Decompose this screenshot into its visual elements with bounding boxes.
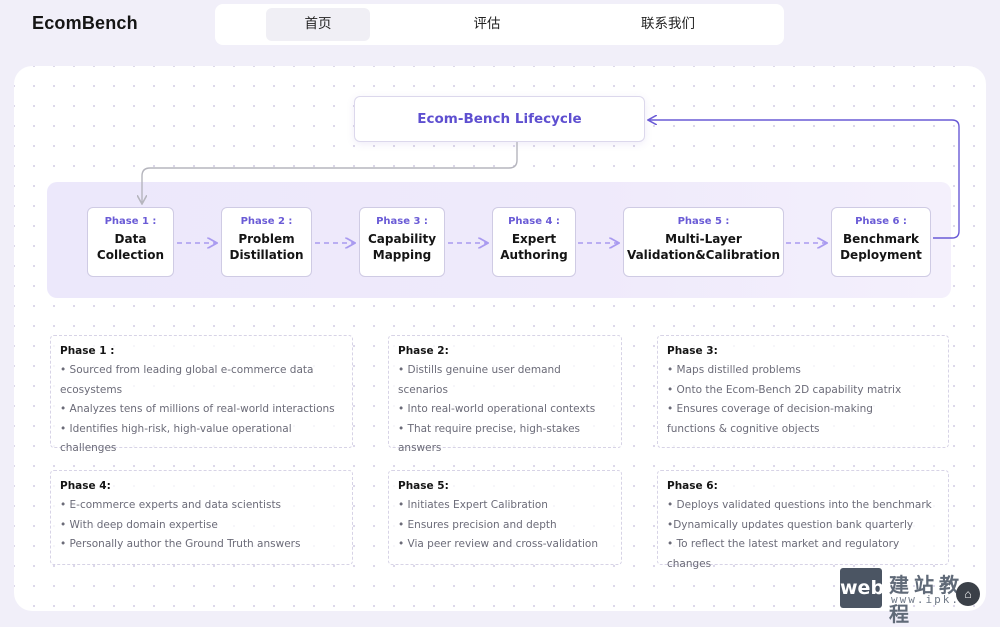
phase-2-number: Phase 2 : xyxy=(240,216,293,227)
phase-6-number: Phase 6 : xyxy=(855,216,907,227)
phase-5-card: Phase 5: • Initiates Expert Calibration … xyxy=(388,470,622,565)
card-2-line: • Into real-world operational contexts xyxy=(398,403,596,415)
card-1-line: • Identifies high-risk, high-value opera… xyxy=(60,422,292,455)
phase-6-name: Benchmark Deployment xyxy=(840,232,922,262)
card-2-line: • Distills genuine user demand scenarios xyxy=(398,364,561,396)
nav-item-home[interactable]: 首页 xyxy=(266,8,370,41)
lifecycle-title: Ecom-Bench Lifecycle xyxy=(354,96,645,142)
top-nav: 首页 评估 联系我们 xyxy=(215,4,784,45)
card-4-line: • With deep domain expertise xyxy=(60,518,218,531)
phase-5-number: Phase 5 : xyxy=(677,216,730,227)
watermark-badge-icon: ⌂ xyxy=(956,582,980,606)
card-2-title: Phase 2: xyxy=(398,345,449,357)
app-logo[interactable]: EcomBench xyxy=(32,13,138,33)
watermark-url: www.ipk.cn xyxy=(891,593,978,606)
card-4-title: Phase 4: xyxy=(60,480,111,492)
phase-5-name: Multi-Layer Validation&Calibration xyxy=(626,232,781,262)
card-5-line: • Initiates Expert Calibration xyxy=(398,499,548,511)
phase-box-2[interactable]: Phase 2 : Problem Distillation xyxy=(221,207,312,277)
card-2-line: • That require precise, high-stakes answ… xyxy=(398,422,581,455)
phase-4-card: Phase 4: • E-commerce experts and data s… xyxy=(50,470,353,565)
card-3-line: • Ensures coverage of decision-making xyxy=(667,403,873,415)
watermark-web: web xyxy=(840,568,884,608)
card-5-line: • Ensures precision and depth xyxy=(398,518,557,531)
phase-3-card: Phase 3: • Maps distilled problems • Ont… xyxy=(657,335,949,448)
phase-4-name: Expert Authoring xyxy=(500,232,568,262)
card-4-line: • Personally author the Ground Truth ans… xyxy=(60,538,301,550)
phase-3-name: Capability Mapping xyxy=(367,232,437,262)
card-6-title: Phase 6: xyxy=(667,480,718,492)
card-3-line: • Onto the Ecom-Bench 2D capability matr… xyxy=(667,383,902,396)
phase-1-card: Phase 1 : • Sourced from leading global … xyxy=(50,335,353,454)
nav-item-contact[interactable]: 联系我们 xyxy=(641,16,695,32)
card-3-title: Phase 3: xyxy=(667,345,718,357)
card-1-title: Phase 1 : xyxy=(60,345,115,357)
nav-item-evaluate[interactable]: 评估 xyxy=(473,16,501,32)
card-3-line: • Maps distilled problems xyxy=(667,364,801,376)
phase-box-4[interactable]: Phase 4 : Expert Authoring xyxy=(492,207,576,277)
card-6-line: • To reflect the latest market and regul… xyxy=(667,538,900,570)
card-6-line: • Deploys validated questions into the b… xyxy=(667,499,932,511)
card-6-line: •Dynamically updates question bank quart… xyxy=(667,518,914,531)
watermark: web 建站教程 www.ipk.cn ⌂ xyxy=(840,568,985,626)
phase-box-1[interactable]: Phase 1 : Data Collection xyxy=(87,207,174,277)
card-5-line: • Via peer review and cross-validation xyxy=(398,538,598,550)
card-3-line: functions & cognitive objects xyxy=(667,422,820,435)
phase-box-6[interactable]: Phase 6 : Benchmark Deployment xyxy=(831,207,931,277)
phase-box-3[interactable]: Phase 3 : Capability Mapping xyxy=(359,207,445,277)
phase-3-number: Phase 3 : xyxy=(376,216,428,227)
card-1-line: ecosystems xyxy=(60,383,123,396)
phase-2-name: Problem Distillation xyxy=(229,232,304,262)
phase-2-card: Phase 2: • Distills genuine user demand … xyxy=(388,335,622,454)
card-1-line: • Sourced from leading global e-commerce… xyxy=(60,364,314,376)
phase-1-name: Data Collection xyxy=(96,232,165,262)
phase-1-number: Phase 1 : xyxy=(104,216,157,227)
phase-box-5[interactable]: Phase 5 : Multi-Layer Validation&Calibra… xyxy=(623,207,784,277)
phase-6-card: Phase 6: • Deploys validated questions i… xyxy=(657,470,949,570)
phase-4-number: Phase 4 : xyxy=(508,216,560,227)
card-1-line: • Analyzes tens of millions of real-worl… xyxy=(60,403,335,415)
card-5-title: Phase 5: xyxy=(398,480,449,492)
card-4-line: • E-commerce experts and data scientists xyxy=(60,499,282,511)
watermark-cn: 建站教程 xyxy=(889,573,964,626)
